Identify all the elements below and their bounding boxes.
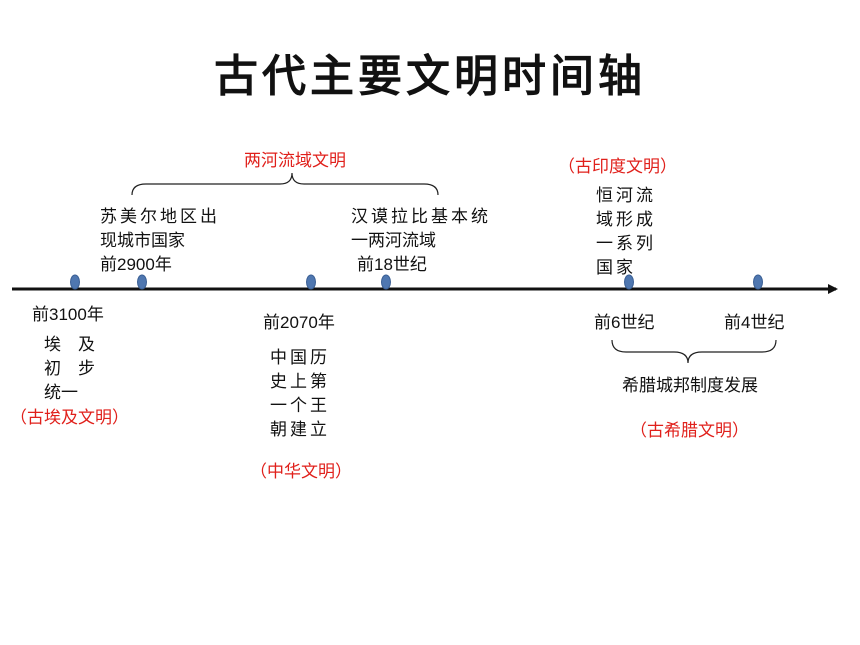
timeline-dot-18c bbox=[381, 274, 391, 290]
event-line: 中国历 bbox=[270, 348, 330, 368]
event-line: 一个王 bbox=[270, 396, 330, 416]
label-mesopotamia-civilization: 两河流域文明 bbox=[244, 151, 346, 171]
date-6th-century-bc: 前6世纪 bbox=[594, 313, 655, 332]
event-line: 统一 bbox=[44, 383, 78, 403]
label-china-civilization: （中华文明） bbox=[250, 462, 352, 482]
greece-brace bbox=[611, 339, 777, 364]
timeline-dot-2900bc bbox=[137, 274, 147, 290]
event-line: 国家 bbox=[596, 258, 636, 278]
event-line: 埃 及 bbox=[44, 335, 95, 355]
event-line: 苏美尔地区出 bbox=[100, 207, 220, 227]
event-ganges: 恒河流 域形成 一系列 国家 bbox=[596, 184, 656, 280]
date-3100bc: 前3100年 bbox=[32, 305, 104, 324]
event-date: 前2900年 bbox=[100, 255, 172, 274]
timeline-dot-4c bbox=[753, 274, 763, 290]
label-india-civilization: （古印度文明） bbox=[558, 157, 677, 177]
event-line: 一系列 bbox=[596, 234, 656, 254]
timeline-dot-6c bbox=[624, 274, 634, 290]
event-line: 朝建立 bbox=[270, 420, 330, 440]
event-sumer: 苏美尔地区出 现城市国家 前2900年 bbox=[100, 205, 220, 277]
date-4th-century-bc: 前4世纪 bbox=[724, 313, 785, 332]
event-hammurabi: 汉谟拉比基本统 一两河流域 前18世纪 bbox=[351, 205, 491, 277]
event-line: 史上第 bbox=[270, 372, 330, 392]
event-line: 初 步 bbox=[44, 359, 95, 379]
label-egypt-civilization: （古埃及文明） bbox=[10, 408, 129, 428]
event-line: 一两河流域 bbox=[351, 231, 436, 251]
page-title: 古代主要文明时间轴 bbox=[214, 51, 646, 102]
mesopotamia-brace bbox=[131, 172, 439, 196]
event-line: 现城市国家 bbox=[100, 231, 185, 251]
timeline-dot-3100bc bbox=[70, 274, 80, 290]
event-line: 汉谟拉比基本统 bbox=[351, 207, 491, 227]
event-egypt-unification: 埃 及 初 步 统一 bbox=[44, 333, 95, 405]
event-date: 前18世纪 bbox=[357, 255, 427, 274]
event-china-first-dynasty: 中国历 史上第 一个王 朝建立 bbox=[270, 346, 330, 442]
timeline-dot-2070bc bbox=[306, 274, 316, 290]
date-2070bc: 前2070年 bbox=[263, 313, 335, 332]
event-line: 域形成 bbox=[596, 210, 656, 230]
event-greece-city-states: 希腊城邦制度发展 bbox=[622, 376, 758, 396]
label-greece-civilization: （古希腊文明） bbox=[630, 421, 749, 441]
event-line: 恒河流 bbox=[596, 186, 656, 206]
